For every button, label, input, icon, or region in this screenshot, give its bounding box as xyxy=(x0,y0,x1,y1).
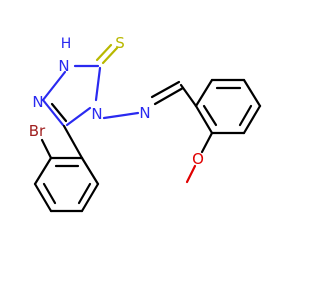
atom-n-ring-label: N xyxy=(32,93,43,111)
bond-cs-a xyxy=(101,46,119,65)
ring2-bond-1 xyxy=(194,78,214,108)
bond-ch-aryl xyxy=(179,83,198,108)
atom-h-label: H xyxy=(61,36,72,52)
atom-n4-label: N xyxy=(91,105,102,123)
ring2-bond-6 xyxy=(194,104,214,135)
bond-n4-nimine xyxy=(102,111,140,120)
bond-c-br xyxy=(40,138,53,160)
ring3-inner-3 xyxy=(77,182,92,205)
ring3-inner-2 xyxy=(42,182,57,205)
bond-imine-a xyxy=(153,86,185,106)
atom-n-nh-label: N xyxy=(58,57,69,75)
atom-s-label: S xyxy=(115,34,125,52)
ring2-inner-2 xyxy=(238,104,253,127)
bond-n-c5-double xyxy=(50,102,68,123)
molecule-structure: H N S N N N Br O xyxy=(29,34,262,213)
bond-ring-o xyxy=(200,131,214,154)
ring3-bond-5 xyxy=(80,182,100,213)
bond-c5-aryl xyxy=(62,124,84,160)
bond-imine-b xyxy=(150,80,181,99)
atom-o-label: O xyxy=(192,150,204,168)
bond-cs-b xyxy=(95,43,113,62)
bond-n-c5 xyxy=(41,98,65,127)
ring2-bond-3 xyxy=(242,78,262,108)
bond-n4-c5 xyxy=(65,106,92,127)
ring2-inner-3 xyxy=(202,104,218,127)
ring3-bond-3 xyxy=(33,182,53,213)
ring3-bond-2 xyxy=(33,156,53,186)
ring3-bond-6 xyxy=(80,156,100,186)
atom-br-label: Br xyxy=(29,122,46,140)
bond-o-ch3 xyxy=(185,164,197,184)
atom-n-imine-label: N xyxy=(139,104,150,122)
bond-c3-n4 xyxy=(94,66,102,102)
molecule-canvas: H N S N N N Br O xyxy=(29,34,262,213)
bond-n1-n2 xyxy=(41,70,67,102)
ring2-bond-4 xyxy=(242,104,262,135)
